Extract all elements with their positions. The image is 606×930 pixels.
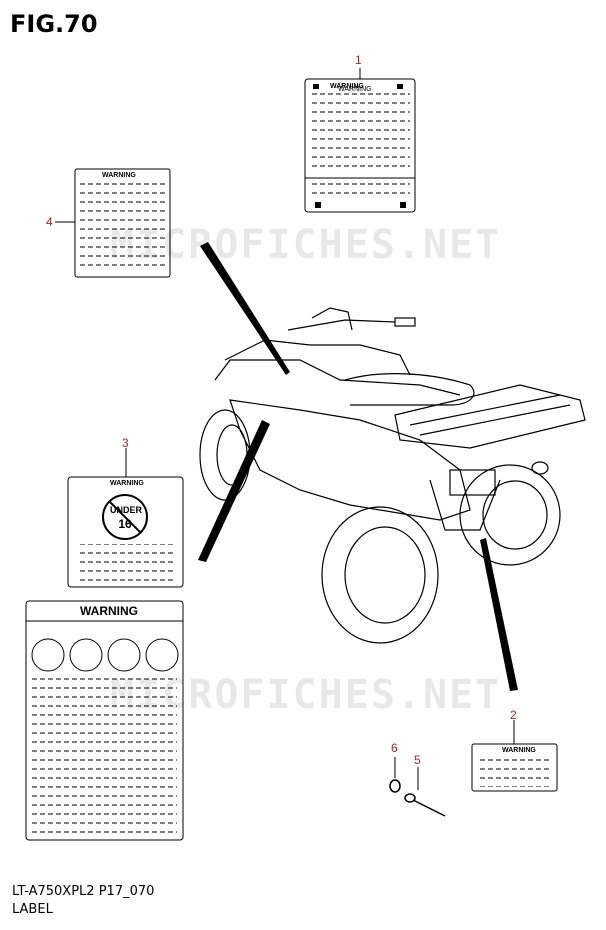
model-code: LT-A750XPL2 P17_070	[12, 884, 155, 899]
label-2-heading: WARNING	[502, 747, 536, 754]
callout-2: 2	[510, 708, 517, 722]
label-4-warning-decal	[55, 168, 171, 278]
label-1-heading: WARNING	[330, 83, 364, 90]
label-2-warning-decal	[471, 720, 558, 792]
figure-title: FIG.70	[10, 10, 98, 38]
pointer-wedge-label-4	[200, 242, 290, 375]
pointer-wedge-label-3	[198, 420, 270, 562]
label-4-heading: WARNING	[102, 172, 136, 179]
no-paved-road-icon	[69, 638, 103, 672]
section-name: LABEL	[12, 902, 53, 917]
label-3-main-warning-decal	[25, 600, 184, 841]
callout-3: 3	[122, 436, 129, 450]
watermark-top: MICROFICHES.NET	[110, 222, 502, 268]
callout-4: 4	[46, 215, 53, 229]
label-3-upper-heading: WARNING	[110, 480, 144, 487]
pointer-wedge-label-2	[480, 538, 518, 691]
no-alcohol-icon	[107, 638, 141, 672]
under-text: UNDER	[110, 505, 143, 515]
part-5-screw	[404, 767, 446, 817]
callout-1: 1	[355, 53, 362, 67]
wear-helmet-icon	[145, 638, 179, 672]
label-3-lower-heading: WARNING	[80, 604, 138, 618]
age-16-text: 16	[118, 517, 132, 531]
no-passenger-icon	[31, 638, 65, 672]
callout-5: 5	[414, 753, 421, 767]
atv-illustration	[199, 307, 586, 644]
watermark-bottom: MICROFICHES.NET	[110, 672, 502, 718]
label-1-warning-text: WARNING	[338, 86, 372, 93]
label-1-warning-decal: WARNING	[304, 68, 416, 213]
callout-6: 6	[391, 741, 398, 755]
label-3-age-decal	[67, 448, 184, 588]
part-6-washer	[389, 757, 401, 793]
